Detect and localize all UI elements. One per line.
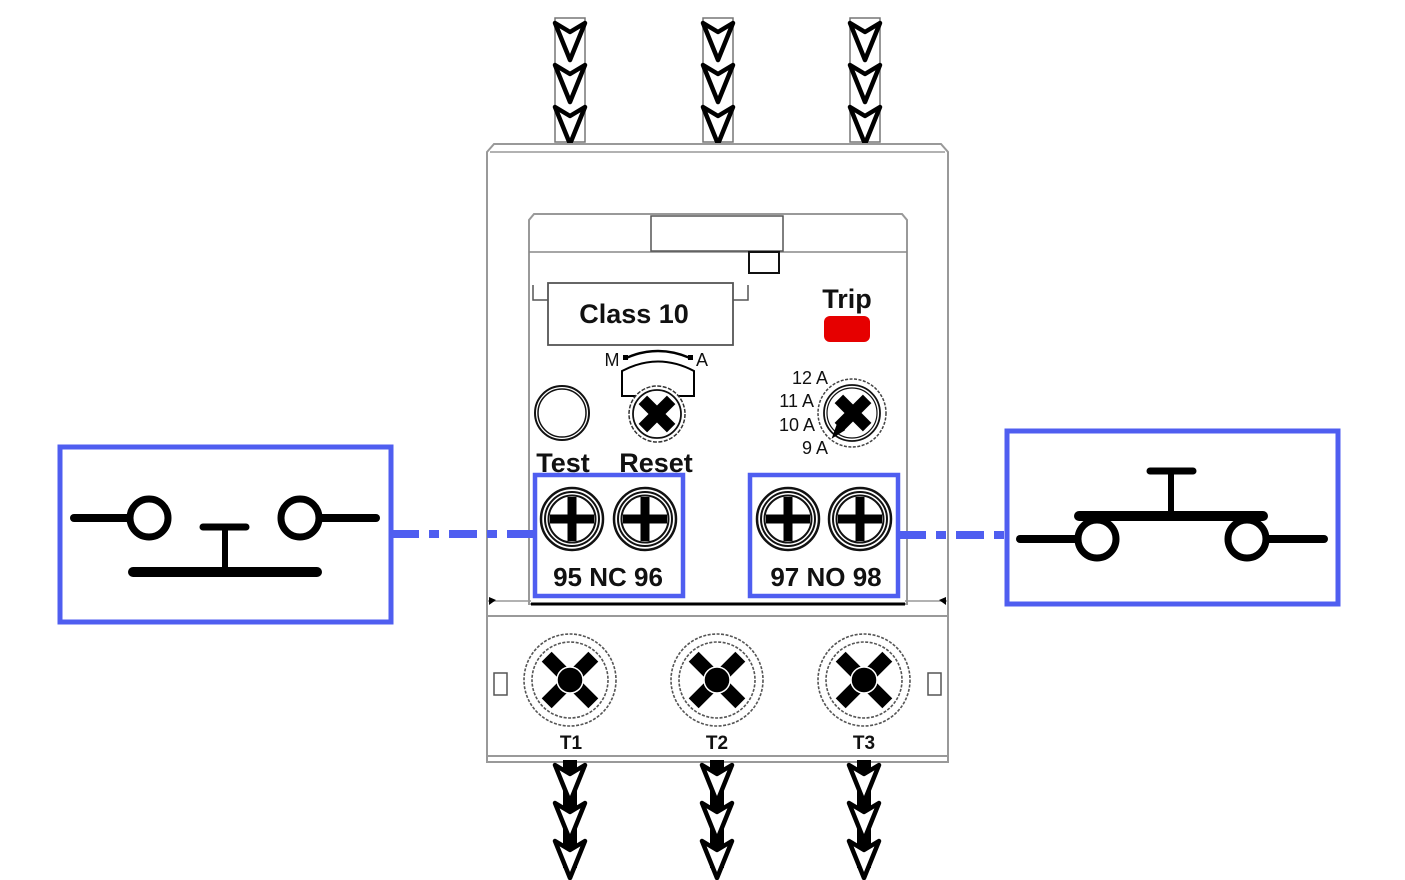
input-conductors xyxy=(555,17,880,144)
nc-contact-label: 95 NC 96 xyxy=(553,562,663,592)
current-setting-9a: 9 A xyxy=(802,438,828,458)
output-terminal-t3[interactable]: T3 xyxy=(816,632,912,754)
output-conductor-t3 xyxy=(849,760,879,878)
output-conductor-t2 xyxy=(702,760,732,878)
trip-indicator-light xyxy=(824,316,870,342)
no-symbol-callout xyxy=(1004,428,1341,607)
current-setting-12a: 12 A xyxy=(792,368,828,388)
terminal-96-screw[interactable] xyxy=(612,486,678,552)
terminal-97-screw[interactable] xyxy=(755,486,821,552)
mode-auto-label: A xyxy=(696,350,708,370)
input-conductor-l3 xyxy=(850,17,880,144)
terminal-95-screw[interactable] xyxy=(539,486,605,552)
no-contact-label: 97 NO 98 xyxy=(770,562,881,592)
left-mounting-slot xyxy=(493,672,508,696)
dial-pointer-icon xyxy=(831,421,846,439)
input-conductor-l1 xyxy=(555,17,585,144)
reset-x-icon xyxy=(638,395,676,433)
t3-label: T3 xyxy=(853,733,875,754)
normally-closed-contact-icon xyxy=(70,495,380,577)
test-button[interactable]: Test xyxy=(534,385,590,478)
nc-contact-terminals[interactable]: 95 NC 96 xyxy=(532,472,686,599)
output-terminal-t1[interactable]: T1 xyxy=(522,632,618,754)
output-terminal-t2[interactable]: T2 xyxy=(669,632,765,754)
manual-auto-selector[interactable]: M A xyxy=(605,349,709,397)
output-conductor-t1 xyxy=(555,760,585,878)
dial-x-icon xyxy=(834,394,872,432)
t1-label: T1 xyxy=(560,733,583,754)
t2-label: T2 xyxy=(706,733,728,754)
output-conductors xyxy=(555,760,879,878)
input-conductor-l2 xyxy=(703,17,733,144)
class-label-window: Class 10 xyxy=(532,282,749,346)
current-setting-dial[interactable]: 12 A 11 A 10 A 9 A xyxy=(779,368,887,458)
trip-label: Trip xyxy=(822,284,872,314)
current-setting-10a: 10 A xyxy=(779,415,815,435)
right-mounting-slot xyxy=(927,672,942,696)
nc-symbol-callout xyxy=(57,444,394,625)
normally-open-contact-icon xyxy=(1016,467,1328,562)
trip-indicator: Trip xyxy=(822,284,872,342)
mode-manual-label: M xyxy=(605,350,620,370)
current-setting-11a: 11 A xyxy=(779,391,814,411)
terminal-98-screw[interactable] xyxy=(827,486,893,552)
class-label: Class 10 xyxy=(579,299,689,329)
